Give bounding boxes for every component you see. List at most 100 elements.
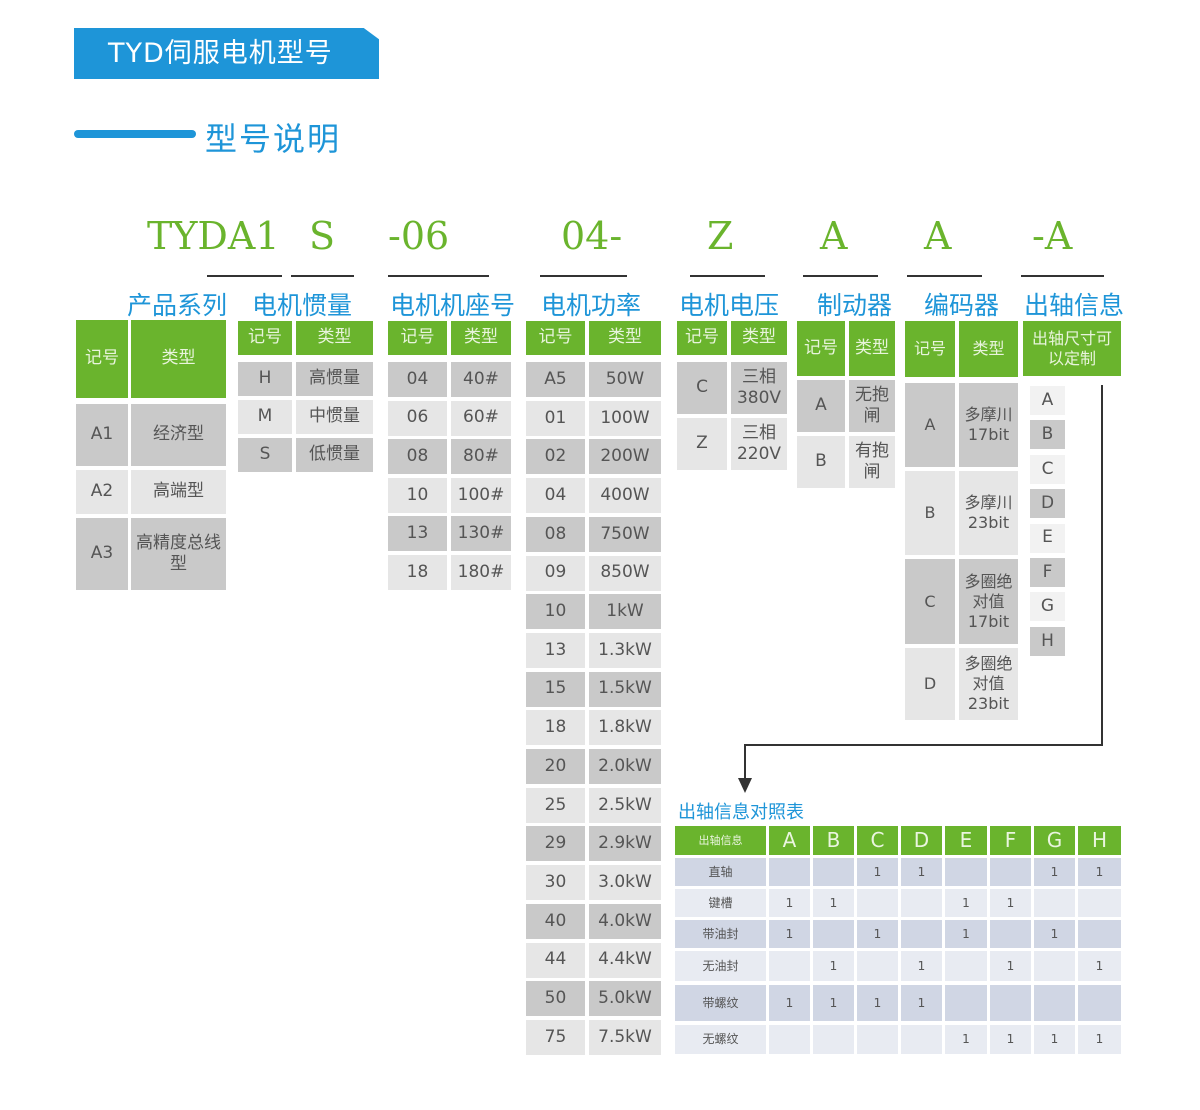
row-code: Z — [677, 418, 727, 470]
header-code: 记号 — [905, 321, 955, 377]
row-code: 18 — [526, 710, 585, 746]
row-code: 25 — [526, 787, 585, 823]
row-code: 10 — [526, 594, 585, 630]
row-type: 750W — [589, 516, 661, 552]
column-header: E — [945, 826, 987, 855]
row-type: 2.9kW — [589, 826, 661, 862]
subtitle-bar — [74, 130, 196, 138]
header-type: 类型 — [849, 321, 895, 376]
row-type: 180# — [451, 555, 511, 590]
header-shaft-size: 出轴尺寸可以定制 — [1023, 321, 1121, 376]
row-value — [813, 920, 854, 948]
row-value: 1 — [769, 920, 810, 948]
header-type: 类型 — [131, 320, 226, 398]
row-type: 7.5kW — [589, 1019, 661, 1055]
row-type: 4.4kW — [589, 942, 661, 978]
row-type: 2.5kW — [589, 787, 661, 823]
page-title: TYD伺服电机型号 — [74, 28, 379, 79]
row-code: 29 — [526, 826, 585, 862]
row-type: 经济型 — [131, 404, 226, 466]
row-value: 1 — [990, 1025, 1031, 1054]
code-power: 04- — [561, 214, 623, 258]
row-code: A2 — [76, 470, 128, 514]
code-voltage: Z — [707, 214, 734, 258]
row-type: 40# — [451, 362, 511, 397]
row-code: A1 — [76, 404, 128, 466]
row-value: 1 — [901, 951, 942, 981]
row-code: B — [797, 436, 845, 488]
header-type: 类型 — [589, 321, 661, 355]
row-value: 1 — [1078, 951, 1121, 981]
row-value — [945, 985, 987, 1021]
row-value: 1 — [1034, 920, 1075, 948]
row-type: 5.0kW — [589, 981, 661, 1017]
row-code: 50 — [526, 981, 585, 1017]
row-type: 多圈绝对值23bit — [959, 648, 1018, 720]
underline — [291, 275, 354, 277]
row-value: 1 — [813, 985, 854, 1021]
row-type: 100W — [589, 400, 661, 436]
row-value — [990, 985, 1031, 1021]
row-type: 多摩川17bit — [959, 383, 1018, 467]
row-label: 无油封 — [675, 951, 766, 981]
column-header: A — [769, 826, 810, 855]
row-code: S — [238, 438, 292, 472]
row-value: 1 — [990, 951, 1031, 981]
row-code: A — [797, 380, 845, 432]
row-code: 01 — [526, 400, 585, 436]
row-value: 1 — [1078, 858, 1121, 886]
row-type: 高惯量 — [296, 362, 373, 396]
category-series: 产品系列 — [127, 291, 228, 320]
row-value — [945, 858, 987, 886]
row-code: D — [905, 648, 955, 720]
row-code: 06 — [388, 400, 447, 436]
row-type: 多圈绝对值17bit — [959, 559, 1018, 644]
header-type: 类型 — [731, 321, 787, 355]
row-value — [990, 858, 1031, 886]
header-code: 记号 — [238, 321, 292, 355]
row-value — [1034, 951, 1075, 981]
column-header: C — [857, 826, 898, 855]
row-value — [857, 889, 898, 917]
row-code: 09 — [526, 555, 585, 591]
row-label: 带螺纹 — [675, 985, 766, 1021]
category-shaft: 出轴信息 — [1024, 291, 1125, 320]
row-code: A — [905, 383, 955, 467]
row-code: 04 — [388, 362, 447, 397]
shaft-letter: C — [1030, 454, 1065, 484]
category-inertia: 电机惯量 — [252, 291, 353, 320]
underline — [207, 275, 282, 277]
row-value — [1078, 889, 1121, 917]
row-value: 1 — [1034, 858, 1075, 886]
row-code: 30 — [526, 865, 585, 901]
underline — [1021, 275, 1104, 277]
row-value: 1 — [945, 889, 987, 917]
row-code: 40 — [526, 903, 585, 939]
row-code: H — [238, 362, 292, 396]
row-code: M — [238, 400, 292, 434]
category-voltage: 电机电压 — [679, 291, 780, 320]
row-value — [1078, 920, 1121, 948]
shaft-letter: B — [1030, 420, 1065, 450]
row-type: 无抱闸 — [849, 380, 895, 432]
shaft-letter: A — [1030, 386, 1065, 415]
row-code: 44 — [526, 942, 585, 978]
shaft-letter: E — [1030, 523, 1065, 553]
row-code: 20 — [526, 749, 585, 784]
row-type: 高精度总线型 — [131, 518, 226, 590]
code-seat: -06 — [388, 214, 450, 258]
row-type: 三相380V — [731, 362, 787, 414]
row-type: 中惯量 — [296, 400, 373, 434]
row-code: 18 — [388, 555, 447, 590]
shaft-letter: F — [1030, 558, 1065, 587]
row-code: 02 — [526, 439, 585, 475]
row-value: 1 — [769, 985, 810, 1021]
row-type: 4.0kW — [589, 903, 661, 939]
row-code: 04 — [526, 478, 585, 514]
category-brake: 制动器 — [817, 291, 893, 320]
row-label: 无螺纹 — [675, 1025, 766, 1054]
row-value — [990, 920, 1031, 948]
row-label: 带油封 — [675, 920, 766, 948]
